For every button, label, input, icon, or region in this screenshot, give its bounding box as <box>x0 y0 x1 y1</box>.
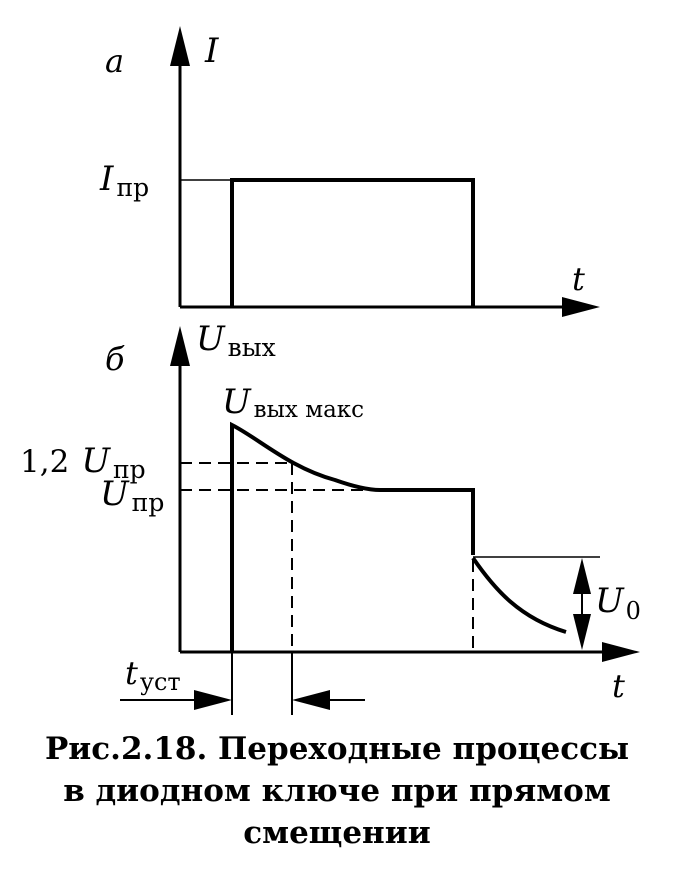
panel-b-u0-arrow-up-icon <box>573 558 591 594</box>
panel-a-current-pulse <box>230 178 475 307</box>
panel-b-u0-arrow-down-icon <box>573 614 591 650</box>
panel-b-voltage-curve <box>230 421 475 652</box>
panel-b-x-arrow-icon <box>602 642 640 662</box>
caption-line-1: Рис.2.18. Переходные процессы <box>44 731 630 767</box>
caption-line-3: смещении <box>243 815 431 851</box>
panel-a-y-axis-symbol: I <box>204 31 219 71</box>
panel-a-y-arrow-icon <box>170 26 190 66</box>
panel-b-y-arrow-icon <box>170 326 190 366</box>
panel-b-settle-right-arrow-icon <box>292 690 330 710</box>
caption-line-2: в диодном ключе при прямом <box>63 773 611 809</box>
panel-b-letter: б <box>105 340 125 378</box>
panel-a-letter: а <box>105 42 124 80</box>
panel-b-reverse-decay-curve <box>471 556 567 634</box>
panel-b-x-axis-symbol: t <box>612 667 625 705</box>
panel-b-settle-label: tуст <box>125 654 181 696</box>
figure-caption: Рис.2.18. Переходные процессы в диодном … <box>0 728 674 854</box>
panel-b-settle-left-arrow-icon <box>194 690 232 710</box>
panel-b-u0-label: U0 <box>595 581 641 625</box>
panel-a-x-axis-symbol: t <box>572 260 585 298</box>
panel-a-x-arrow-icon <box>562 297 600 317</box>
